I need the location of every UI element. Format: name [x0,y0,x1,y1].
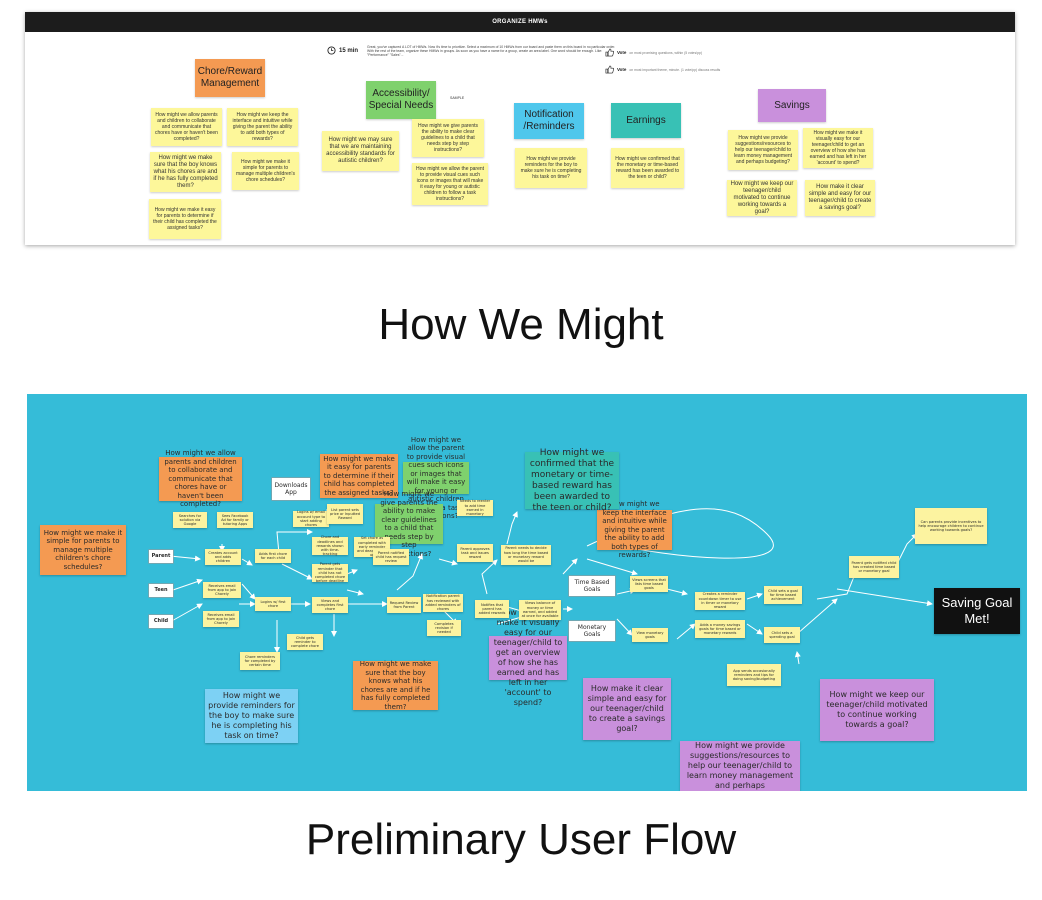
flow-step: Views screens that lists time based goal… [630,576,668,592]
flow-step: Chore reminders for completed by certain… [240,652,280,670]
hmw-note: How might we provide reminders for the b… [515,148,587,188]
flow-step: Can parents provide incentives to help e… [915,508,987,544]
hmw-note: How might we keep the interface and intu… [227,108,298,146]
flow-step: App sends occasionally reminders and tip… [727,664,781,686]
flow-step: Parent gets reminder that child has not … [312,562,348,583]
flow-step: Creates a reminder countdown timer to us… [695,592,745,610]
flow-step: Completes revision if needed [427,620,461,636]
flow-hmw-purple: How might we keep our teenager/child mot… [820,679,934,741]
hmw-note: How make it clear simple and easy for ou… [805,180,875,216]
vote-label-1: Vote [617,50,627,55]
flow-step: List parent sets price or Inputted Rewar… [327,504,363,524]
flow-step: Searches for solution via Google [173,512,207,528]
thumbs-up-icon [605,48,614,57]
timer-label: 15 min [339,47,359,54]
hmw-note: How might we allow parents and children … [151,108,222,146]
flow-hmw-orange: How might we allow parents and children … [159,449,242,508]
category-earnings: Earnings [611,103,681,138]
flow-connectors [169,508,933,665]
category-chore-reward: Chore/Reward Management [195,59,265,97]
category-savings: Savings [758,89,826,122]
board-header: ORGANIZE HMWs [25,12,1015,32]
flow-hmw-teal: How might we confirmed that the monetary… [525,448,619,513]
flow-step: Logins w/ email account type to start ad… [293,510,329,527]
flow-step: Parent needs to decide how long the time… [501,545,551,565]
flow-hmw-blue: How might we provide reminders for the b… [205,689,298,743]
flow-step: Receives email from app to join Chorely [203,611,239,627]
hmw-note: How might we allow the parent to provide… [412,163,488,205]
category-accessibility: Accessibility/ Special Needs [366,81,436,119]
flow-step: Chore and deadlines and rewards shown wi… [312,535,348,556]
hmw-note: How might we make it easy for parents to… [149,199,221,239]
flow-hmw-purple: How make it clear simple and easy for ou… [583,678,671,740]
saving-goal-met: Saving Goal Met! [934,588,1020,634]
node-monetary-goals: Monetary Goals [569,621,615,641]
hmw-note: How might we make it visually easy for o… [803,128,873,168]
category-notification: Notification /Reminders [514,103,584,139]
role-teen: Teen [149,584,173,597]
vote-note-2: on most important theme, minute. (1 vote… [629,67,721,72]
flow-hmw-purple: How might we make it visually easy for o… [489,608,567,707]
flow-hmw-orange: How might we make it easy for parents to… [320,454,398,498]
flow-step: Needs to reenter to add time earned in m… [457,499,493,516]
role-parent: Parent [149,550,173,563]
flow-step: Notifies that parent has added rewards [475,600,509,618]
hmw-note: How might we make it simple for parents … [232,152,299,190]
flow-step: Child sets a spending goal [764,627,800,643]
vote-label-2: Vote [617,67,627,72]
node-time-goals: Time Based Goals [569,576,615,596]
caption-preliminary-user-flow: Preliminary User Flow [305,815,737,864]
thumbs-up-icon [605,65,614,74]
flow-step: Parent approves task and issues reward [457,544,493,562]
hmw-board: ORGANIZE HMWs 15 min Great, you've captu… [25,12,1015,245]
flow-hmw-purple: How might we provide suggestions/resourc… [680,741,800,791]
role-child: Child [149,615,173,628]
caption-how-we-might: How We Might [378,300,664,349]
vote-note-1: on most promising questions, within (5 v… [629,50,702,55]
flow-step: Logins w/ first chore [255,597,291,611]
flow-step: Adds a money savings goals for time base… [695,620,745,638]
vote-row-2: Vote on most important theme, minute. (1… [605,65,720,74]
flow-step: Adds first chore for each child [255,549,291,563]
user-flow-board: How might we allow parents and children … [27,394,1027,791]
flow-step: Child gets reminder to complete chore [287,634,323,650]
flow-step: Creates account and adds children [205,549,241,565]
node-downloads-app: Downloads App [272,478,310,500]
vote-row-1: Vote on most promising questions, within… [605,48,702,57]
flow-hmw-orange: How might we keep the interface and intu… [597,500,672,559]
flow-hmw-orange: How might we make it simple for parents … [40,525,126,575]
instructions-text: Great, you've captured A LOT of HMWs. No… [367,45,616,58]
flow-step: Child sets a goal for time based achieve… [764,586,802,604]
flow-step: Sees Facebook Ad for family or tutoring … [217,512,253,528]
sample-label: SAMPLE [450,96,465,100]
flow-step: View monetary goals [632,628,668,642]
timer: 15 min [327,46,358,55]
hmw-note: How might we provide suggestions/resourc… [728,130,798,170]
flow-hmw-orange: How might we make sure that the boy know… [353,660,438,711]
hmw-note: How might we may sure that we are mainta… [322,131,399,171]
hmw-note: How might we confirmed that the monetary… [611,148,684,188]
flow-step: Receives email from app to join Chorely [203,582,241,598]
flow-step: Request Review from Parent [387,597,421,613]
clock-icon [327,46,336,55]
flow-step: Parent gets notified child has created t… [849,556,899,578]
hmw-note: How might we keep our teenager/child mot… [727,180,797,216]
flow-step: Views and completes first chore [312,597,348,613]
hmw-note: How might we make sure that the boy know… [150,152,221,192]
flow-step: Parent notified child has request review [373,549,409,565]
flow-step: Views balance of money or time earned, a… [519,600,561,620]
flow-step: Notification parent has reviewed with ad… [423,594,463,612]
hmw-note: How might we give parents the ability to… [412,119,484,157]
